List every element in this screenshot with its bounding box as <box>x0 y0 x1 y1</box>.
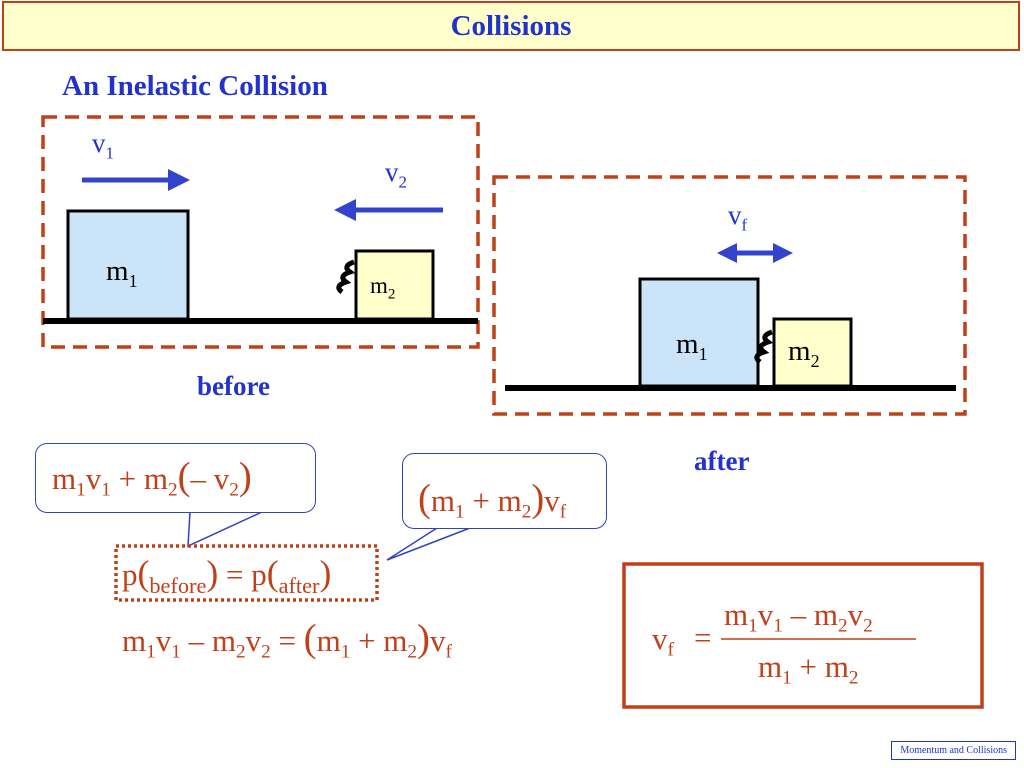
slide-subtitle: An Inelastic Collision <box>62 70 328 102</box>
before-v2-arrowhead <box>334 199 356 221</box>
result-equals: = <box>694 620 712 655</box>
after-vf-label: vf <box>728 200 748 235</box>
slide-title-bar: Collisions <box>2 1 1020 51</box>
bubble-right-equation: (m1 + m2)vf <box>418 477 567 523</box>
before-panel-border <box>41 115 480 349</box>
after-mass1-block <box>638 277 760 388</box>
after-velcro-icon <box>754 329 774 364</box>
before-v2-label: v2 <box>385 157 407 192</box>
footer-label: Momentum and Collisions <box>891 741 1016 760</box>
before-m1-label: m1 <box>106 255 138 291</box>
before-label: before <box>197 371 270 401</box>
result-numerator: m1v1 – m2v2 <box>724 597 873 637</box>
before-v1-arrowhead <box>168 169 190 191</box>
after-label: after <box>694 446 750 476</box>
before-mass1-block <box>66 209 190 321</box>
momentum-box <box>114 544 379 602</box>
result-denominator: m1 + m2 <box>758 649 859 689</box>
after-vf-arrowhead-left <box>717 243 737 263</box>
momentum-equation: p(before) = p(after) <box>122 553 332 598</box>
expanded-equation: m1v1 – m2v2 = (m1 + m2)vf <box>122 617 452 663</box>
bubble-left <box>35 443 316 513</box>
before-m2-label: m2 <box>370 273 396 303</box>
before-mass2-block <box>354 249 435 321</box>
before-v1-label: v1 <box>92 128 114 163</box>
after-m2-label: m2 <box>788 335 820 371</box>
bubble-left-tail <box>187 511 263 548</box>
result-box <box>622 562 984 709</box>
after-vf-arrowhead-right <box>773 243 793 263</box>
after-mass2-block <box>772 317 853 388</box>
result-lhs: vf <box>652 621 674 661</box>
bubble-right-tail <box>386 527 471 561</box>
bubble-right <box>402 453 607 529</box>
before-velcro-icon <box>336 259 356 294</box>
after-m1-label: m1 <box>676 328 708 364</box>
bubble-left-equation: m1v1 + m2(– v2) <box>52 455 252 501</box>
slide-title: Collisions <box>450 10 572 42</box>
